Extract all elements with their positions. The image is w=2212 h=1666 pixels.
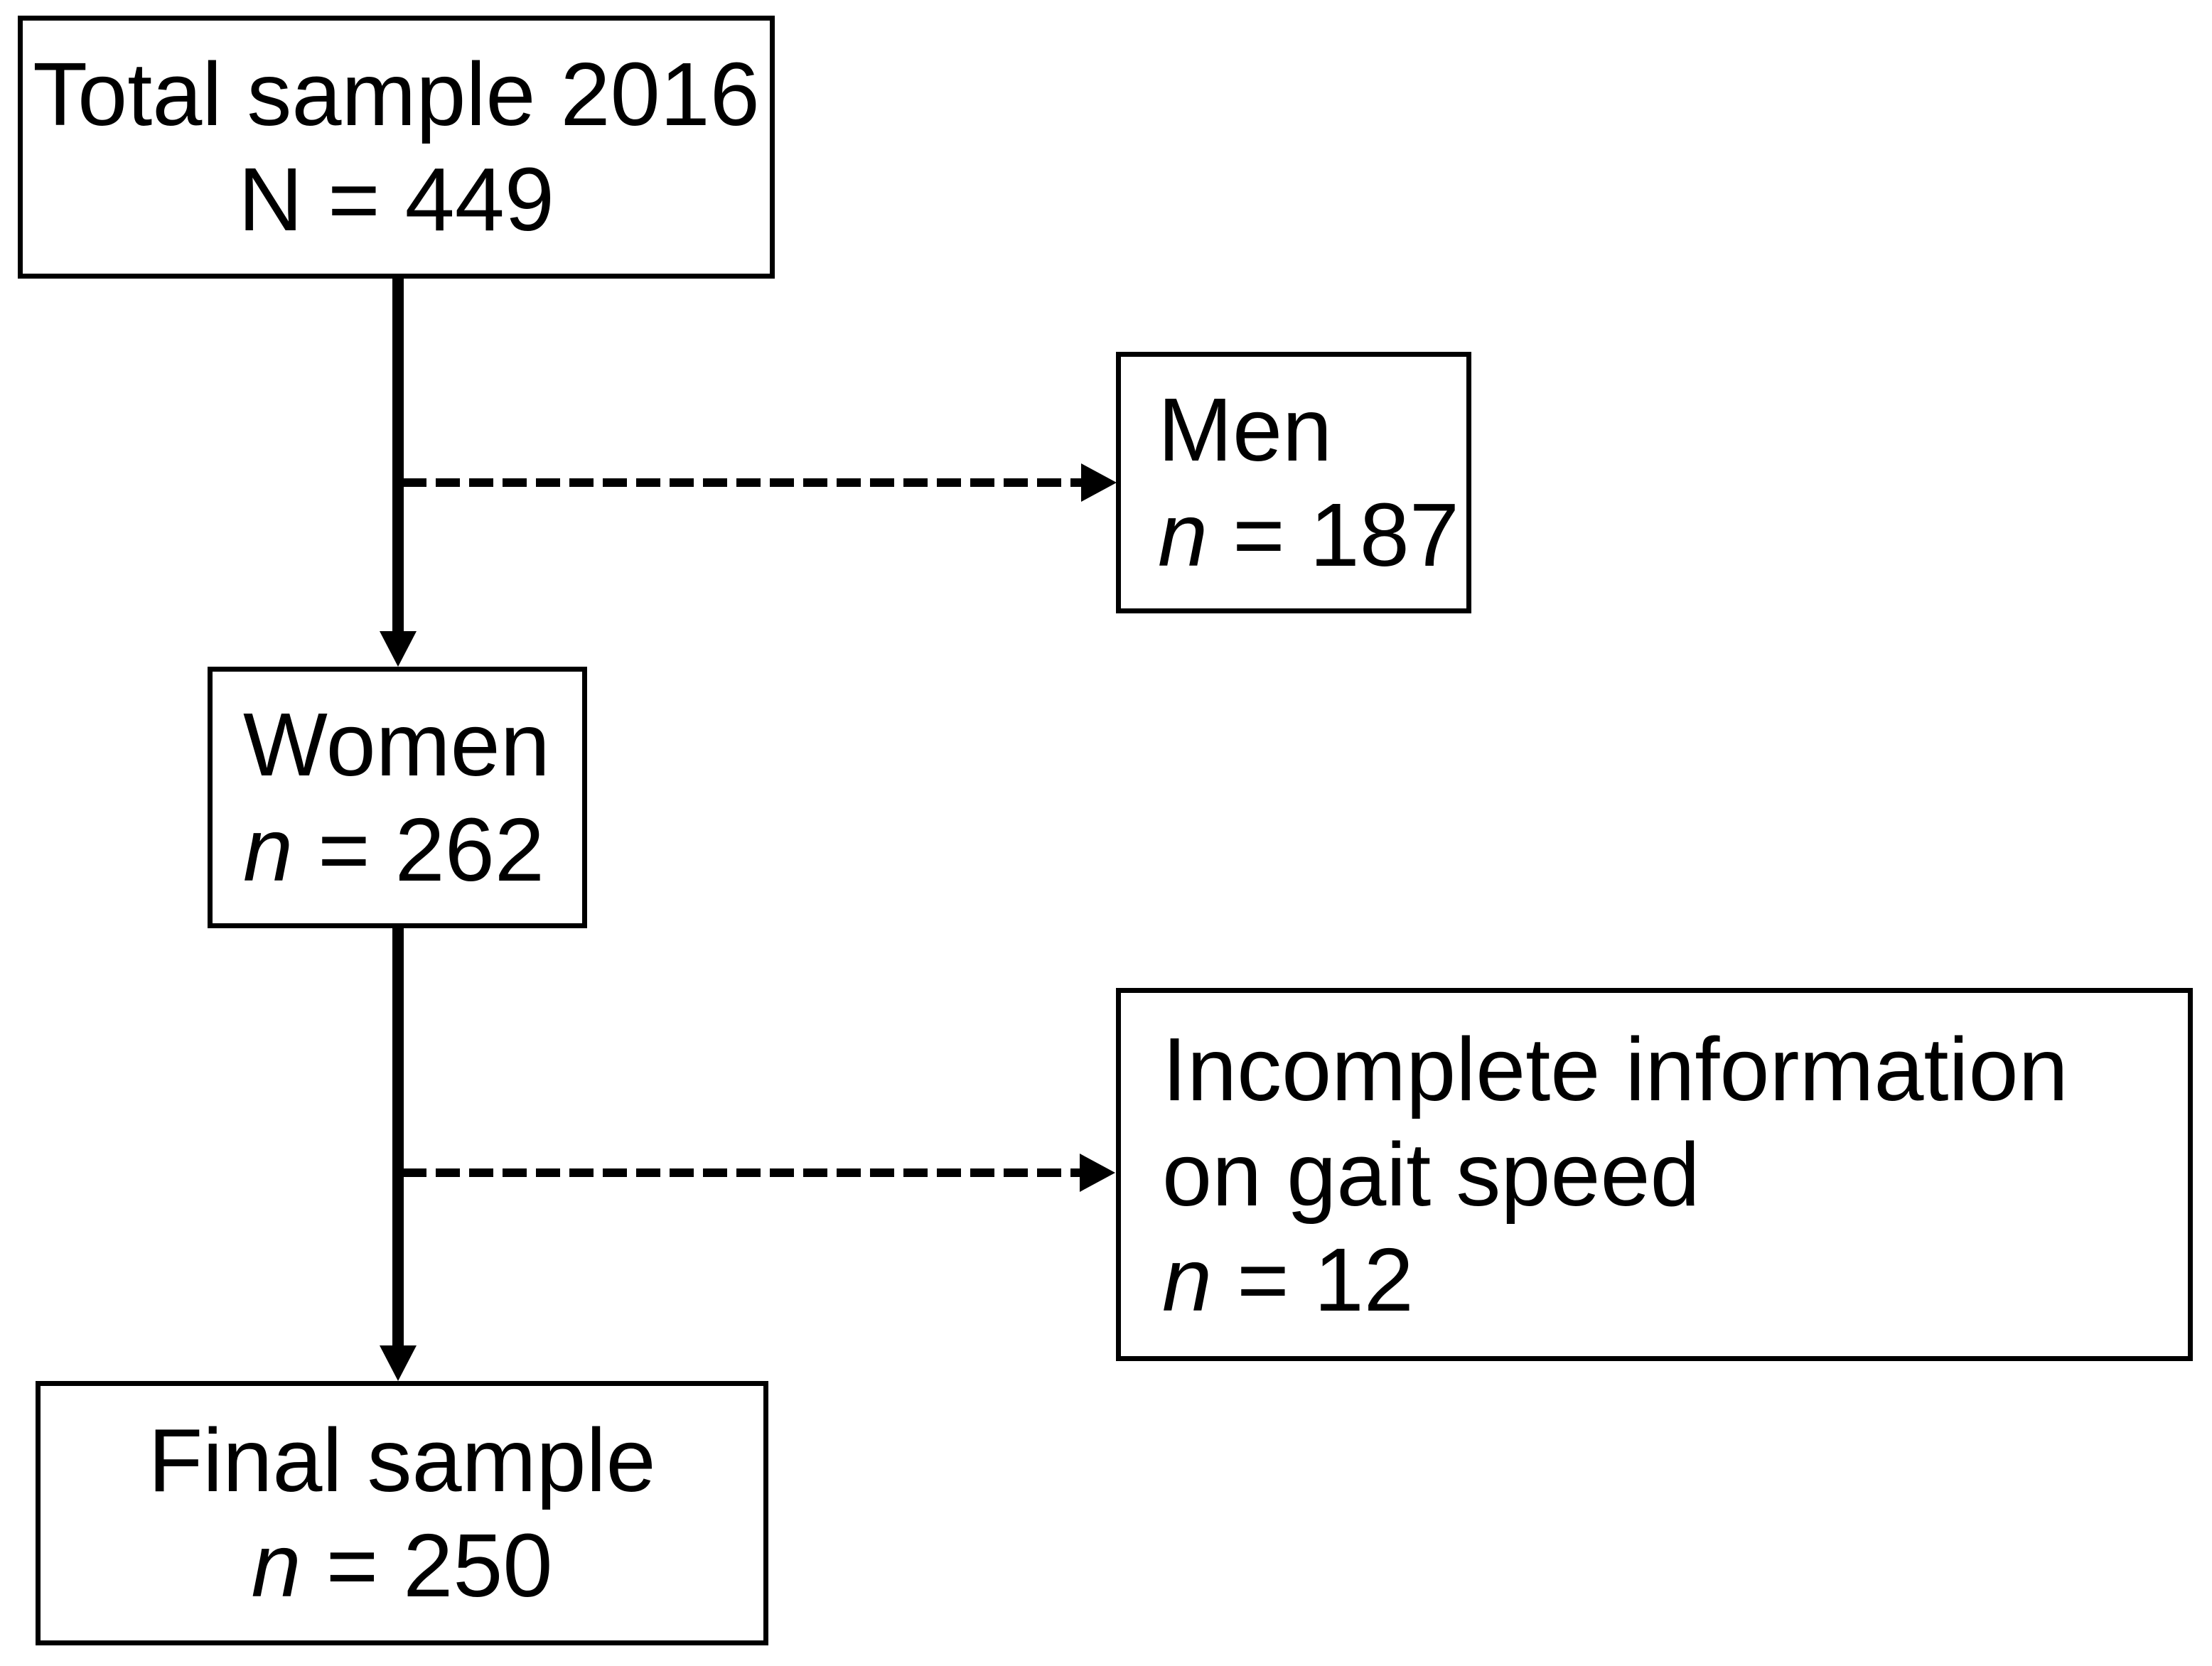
box-text-line: n = 250 [251,1515,553,1616]
box-text-line: on gait speed [1162,1124,1700,1225]
box-text-line: Total sample 2016 [33,44,760,144]
down-arrowhead-icon [380,631,417,667]
box-text-line: Incomplete information [1162,1019,2068,1119]
right-arrowhead-icon [1081,463,1117,502]
box-text-line: N = 449 [238,149,554,249]
box-text-line: Men [1158,380,1333,480]
solid-arrow-line-total-to-women [392,279,404,634]
box-text-line: n = 12 [1162,1229,1414,1330]
box-text-line: n = 187 [1158,485,1459,585]
solid-arrow-line-women-to-final [392,928,404,1348]
right-arrowhead-icon [1080,1154,1115,1192]
box-text-line: n = 262 [243,800,544,900]
dashed-arrow-line-women-to-incomplete [402,1168,1080,1177]
down-arrowhead-icon [380,1345,417,1381]
box-text-line: Final sample [148,1410,656,1510]
box-text-line: Women [243,694,550,795]
dashed-arrow-line-total-to-men [402,478,1081,487]
